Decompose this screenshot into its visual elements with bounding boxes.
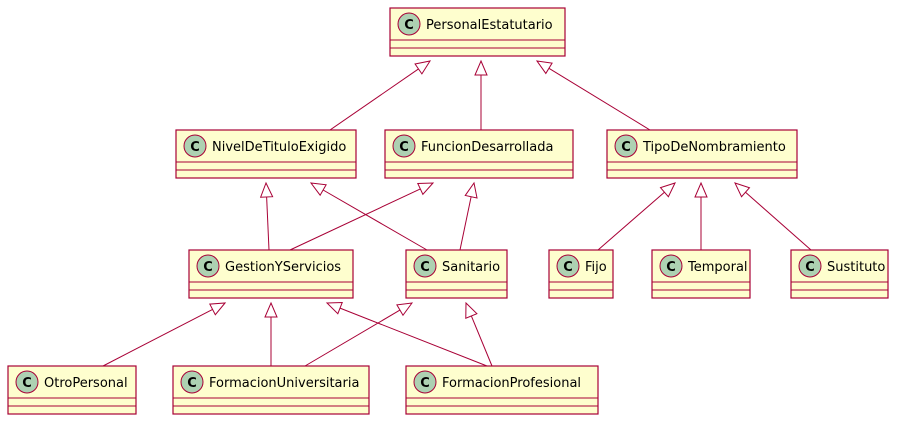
class-name: TipoDeNombramiento xyxy=(642,140,786,155)
class-temporal[interactable]: C Temporal xyxy=(651,249,751,299)
edge-line xyxy=(329,68,419,131)
inheritance-edge-gestion-funcion xyxy=(289,182,435,251)
generalization-arrowhead xyxy=(396,302,414,317)
class-icon xyxy=(556,254,580,278)
edge-line xyxy=(304,309,401,367)
generalization-arrowhead xyxy=(465,301,478,319)
class-icon-glyph: C xyxy=(805,260,815,275)
edge-line xyxy=(597,191,665,251)
class-icon-glyph: C xyxy=(399,140,409,155)
class-otro-personal[interactable]: C OtroPersonal xyxy=(7,365,137,415)
class-tipo-de-nombramiento[interactable]: C TipoDeNombramiento xyxy=(606,129,798,179)
class-icon xyxy=(392,134,416,158)
class-icon-glyph: C xyxy=(621,140,631,155)
edge-line xyxy=(322,189,428,251)
edge-line xyxy=(289,188,421,251)
class-icon-glyph: C xyxy=(22,376,32,391)
class-gestion-y-servicios[interactable]: C GestionYServicios xyxy=(188,249,354,299)
inheritance-edge-sanitario-funcion xyxy=(459,181,478,251)
inheritance-edge-gestion-nivel xyxy=(259,181,274,251)
class-icon-glyph: C xyxy=(563,260,573,275)
inheritance-edge-prof-sanitario xyxy=(465,301,493,367)
generalization-arrowhead xyxy=(325,302,343,315)
class-formacion-profesional[interactable]: C FormacionProfesional xyxy=(405,365,599,415)
inheritance-edge-funcion-personal xyxy=(474,59,488,130)
class-icon xyxy=(196,254,220,278)
class-icon-glyph: C xyxy=(404,18,414,33)
class-icon-glyph: C xyxy=(666,260,676,275)
class-name: FormacionProfesional xyxy=(442,376,581,391)
inheritance-edge-otro-gestion xyxy=(102,302,227,367)
generalization-arrowhead xyxy=(464,181,478,199)
edge-line xyxy=(339,307,488,367)
class-personal-estatutario[interactable]: C PersonalEstatutario xyxy=(389,7,566,57)
class-name: Sustituto xyxy=(827,260,885,275)
class-icon xyxy=(413,370,437,394)
inheritance-edge-temporal-tipo xyxy=(694,181,708,250)
generalization-arrowhead xyxy=(259,181,274,198)
inheritance-edge-prof-gestion xyxy=(325,302,488,367)
class-name: Sanitario xyxy=(442,260,500,275)
class-formacion-universitaria[interactable]: C FormacionUniversitaria xyxy=(172,365,370,415)
class-icon xyxy=(413,254,437,278)
class-icon-glyph: C xyxy=(420,376,430,391)
inheritance-edge-nivel-personal xyxy=(329,60,432,131)
edge-line xyxy=(102,308,213,367)
class-name: FormacionUniversitaria xyxy=(209,376,359,391)
class-name: NivelDeTituloExigido xyxy=(212,140,346,155)
class-name: OtroPersonal xyxy=(44,376,128,391)
class-icon-glyph: C xyxy=(187,376,197,391)
generalization-arrowhead xyxy=(309,182,327,197)
class-icon xyxy=(659,254,683,278)
inheritance-edge-univ-sanitario xyxy=(304,302,414,367)
class-name: PersonalEstatutario xyxy=(426,18,553,33)
class-sanitario[interactable]: C Sanitario xyxy=(405,249,508,299)
inheritance-edge-sanitario-nivel xyxy=(309,182,428,251)
inheritance-edge-fijo-tipo xyxy=(597,182,676,251)
generalization-arrowhead xyxy=(659,182,676,198)
class-name: Fijo xyxy=(585,260,607,275)
class-name: GestionYServicios xyxy=(225,260,341,275)
class-icon xyxy=(180,370,204,394)
class-icon xyxy=(183,134,207,158)
class-icon xyxy=(15,370,39,394)
edge-line xyxy=(266,196,270,251)
class-icon xyxy=(798,254,822,278)
class-icon-glyph: C xyxy=(190,140,200,155)
inheritance-edges xyxy=(102,59,812,367)
class-icon xyxy=(397,12,421,36)
edge-line xyxy=(548,67,651,131)
edge-line xyxy=(459,196,472,251)
class-icon-glyph: C xyxy=(203,260,213,275)
class-sustituto[interactable]: C Sustituto xyxy=(790,249,889,299)
edge-line xyxy=(470,315,493,367)
generalization-arrowhead xyxy=(417,182,435,196)
generalization-arrowhead xyxy=(264,301,278,318)
inheritance-edge-univ-gestion xyxy=(264,301,278,366)
edge-line xyxy=(745,191,812,251)
generalization-arrowhead xyxy=(209,302,227,316)
inheritance-edge-sustituto-tipo xyxy=(734,182,812,251)
generalization-arrowhead xyxy=(694,181,708,198)
generalization-arrowhead xyxy=(474,59,488,76)
inheritance-edge-tipo-personal xyxy=(535,60,651,131)
class-nivel-de-titulo-exigido[interactable]: C NivelDeTituloExigido xyxy=(175,129,357,179)
class-funcion-desarrollada[interactable]: C FuncionDesarrollada xyxy=(384,129,574,179)
generalization-arrowhead xyxy=(535,60,553,75)
generalization-arrowhead xyxy=(734,182,751,198)
class-fijo[interactable]: C Fijo xyxy=(548,249,614,299)
class-icon xyxy=(614,134,638,158)
class-name: FuncionDesarrollada xyxy=(421,140,553,155)
class-icon-glyph: C xyxy=(420,260,430,275)
generalization-arrowhead xyxy=(414,60,432,75)
class-name: Temporal xyxy=(687,260,748,275)
